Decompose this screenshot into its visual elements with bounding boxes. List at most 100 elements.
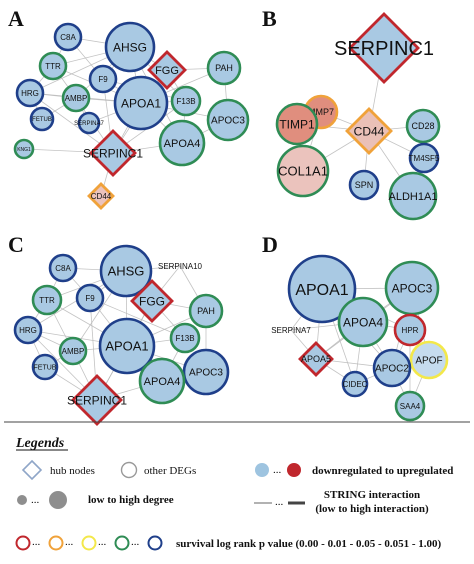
panel-label: B — [262, 6, 277, 31]
hub-node-serpinc1 — [348, 12, 420, 84]
low-degree-dot-icon — [17, 495, 27, 505]
gene-label-serpina10: SERPINA10 — [158, 262, 203, 271]
gene-label-aldh1a1: ALDH1A1 — [389, 191, 438, 203]
gene-label-kng1: KNG1 — [17, 147, 31, 153]
gene-label-serpinc1: SERPINC1 — [334, 38, 434, 60]
gene-node-hpr — [393, 313, 427, 347]
survival-navy-ring-icon — [147, 535, 163, 551]
gene-label-serpina7: SERPINA7 — [74, 121, 104, 127]
gene-label-apoc3: APOC3 — [392, 281, 433, 295]
gene-label-ambp: AMBP — [65, 94, 88, 103]
gene-node-f13b — [169, 322, 201, 354]
gene-node-hrg — [13, 315, 43, 345]
high-degree-dot-icon — [49, 491, 67, 509]
gene-label-cidec: CIDEC — [343, 380, 368, 389]
legend-survival-dots-3: ... — [98, 536, 107, 548]
gene-label-apoa1: APOA1 — [295, 282, 348, 299]
gene-label-apoc3: APOC3 — [211, 116, 245, 127]
gene-label-pah: PAH — [197, 306, 215, 316]
gene-label-ttr: TTR — [45, 62, 61, 71]
gene-label-f13b: F13B — [175, 334, 194, 343]
legend-string-sub: (low to high interaction) — [315, 503, 429, 515]
gene-label-apoc3: APOC3 — [189, 368, 223, 379]
gene-node-apoa4 — [138, 357, 186, 405]
gene-node-ahsg — [104, 21, 156, 73]
gene-node-aldh1a1 — [388, 171, 438, 221]
gene-node-apoa1 — [98, 317, 156, 375]
gene-label-fetub: FETUB — [34, 365, 57, 372]
downregulated-dot-icon — [255, 463, 269, 477]
gene-label-serpina7: SERPINA7 — [271, 326, 311, 335]
gene-label-ttr: TTR — [39, 296, 55, 305]
legend-regulation-dots: ... — [273, 464, 282, 476]
survival-red-ring-icon — [15, 535, 31, 551]
gene-label-apoc2: APOC2 — [375, 364, 409, 375]
gene-label-ahsg: AHSG — [113, 40, 147, 54]
gene-node-c8a — [53, 22, 83, 52]
gene-label-cd44: CD44 — [354, 124, 385, 138]
hub-node-fgg — [130, 279, 174, 323]
gene-node-tm4sf5 — [408, 142, 440, 174]
other-deg-circle-icon — [120, 461, 138, 479]
legend-degree: low to high degree — [88, 494, 174, 506]
gene-node-apof — [409, 340, 449, 380]
gene-node-fetub — [31, 353, 59, 381]
gene-label-hpr: HPR — [402, 326, 419, 335]
survival-green-ring-icon — [114, 535, 130, 551]
upregulated-dot-icon — [287, 463, 301, 477]
gene-label-apoa4: APOA4 — [144, 376, 181, 388]
gene-node-f9 — [88, 64, 118, 94]
gene-label-c8a: C8A — [55, 264, 71, 273]
gene-node-ahsg — [99, 244, 153, 298]
gene-label-ahsg: AHSG — [108, 264, 145, 279]
legend-hub-nodes: hub nodes — [50, 465, 95, 477]
gene-label-apoa5: APOA5 — [301, 354, 331, 364]
gene-label-fetub: FETUB — [32, 117, 52, 123]
gene-label-apoa4: APOA4 — [164, 138, 201, 150]
gene-label-saa4: SAA4 — [400, 402, 421, 411]
gene-node-fetub — [29, 106, 55, 132]
gene-node-saa4 — [394, 390, 426, 422]
legend-regulation: downregulated to upregulated — [312, 465, 453, 477]
hub-node-diamond-icon — [21, 459, 43, 481]
hub-node-fgg — [147, 50, 187, 90]
gene-label-f9: F9 — [98, 75, 108, 84]
legend-other-degs: other DEGs — [144, 465, 196, 477]
legend: Legends hub nodes other DEGs ... downreg… — [4, 421, 470, 551]
gene-label-serpinc1: SERPINC1 — [83, 146, 143, 160]
gene-node-pah — [206, 50, 242, 86]
gene-node-pah — [188, 293, 224, 329]
hub-node-serpinc1 — [89, 129, 137, 177]
gene-node-apoa4 — [337, 296, 389, 348]
gene-node-c8a — [48, 253, 78, 283]
panel-label: C — [8, 232, 24, 257]
legend-title: Legends — [15, 436, 65, 451]
gene-node-ttr — [31, 284, 63, 316]
gene-label-fgg: FGG — [139, 294, 165, 308]
gene-node-ambp — [58, 336, 88, 366]
gene-node-hrg — [15, 78, 45, 108]
gene-label-timp1: TIMP1 — [279, 117, 315, 131]
gene-node-apoa4 — [158, 119, 206, 167]
gene-label-c8a: C8A — [60, 33, 76, 42]
gene-label-hrg: HRG — [19, 326, 37, 335]
gene-node-serpina7 — [77, 111, 101, 135]
gene-node-apoc3 — [206, 98, 250, 142]
legend-survival-dots-4: ... — [131, 536, 140, 548]
gene-node-spn — [348, 169, 380, 201]
gene-label-ambp: AMBP — [62, 347, 85, 356]
gene-label-tm4sf5: TM4SF5 — [409, 154, 440, 163]
gene-node-apoa1 — [113, 75, 169, 131]
survival-yellow-ring-icon — [81, 535, 97, 551]
gene-node-ttr — [38, 51, 68, 81]
hub-node-apoa5 — [298, 341, 334, 377]
gene-node-timp1 — [275, 102, 319, 146]
